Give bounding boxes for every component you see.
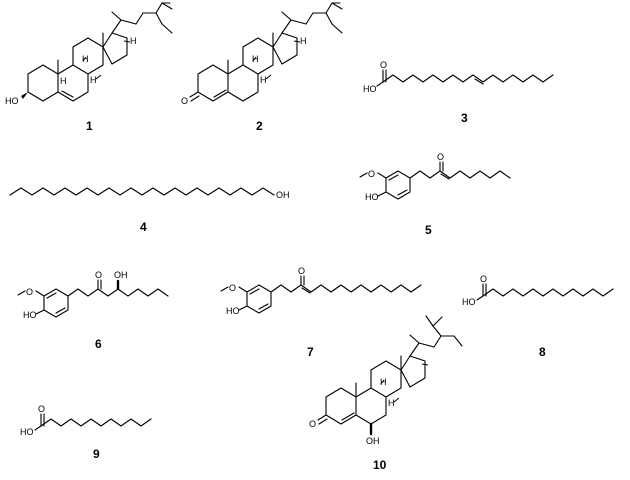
structure-compound-3: O HO 3 bbox=[363, 60, 554, 125]
atom-label-H: H bbox=[260, 75, 267, 85]
structure-compound-10: H H O OH 10 bbox=[309, 315, 463, 472]
atom-label-H: H bbox=[252, 54, 259, 64]
compound-number: 10 bbox=[373, 458, 387, 472]
structure-compound-6: O HO O OH 6 bbox=[17, 270, 169, 351]
atom-label-HO: HO bbox=[23, 310, 37, 320]
atom-label-HO: HO bbox=[363, 84, 377, 94]
atom-label-H: H bbox=[82, 54, 89, 64]
atom-label-O: O bbox=[229, 283, 236, 293]
structure-compound-7: O HO O 7 bbox=[220, 266, 422, 359]
compound-number: 1 bbox=[86, 119, 93, 133]
compound-number: 7 bbox=[307, 345, 314, 359]
structure-compound-8: O HO 8 bbox=[462, 274, 614, 359]
compound-number: 2 bbox=[256, 119, 263, 133]
atom-label-O: O bbox=[181, 96, 188, 106]
structure-compound-1: H H H H HO 1 bbox=[5, 2, 173, 133]
atom-label-O: O bbox=[480, 274, 487, 284]
atom-label-OH: OH bbox=[114, 270, 128, 280]
atom-label-O: O bbox=[437, 152, 444, 162]
compound-number: 8 bbox=[539, 345, 546, 359]
compound-number: 5 bbox=[425, 223, 432, 237]
atom-label-HO: HO bbox=[226, 306, 240, 316]
atom-label-O: O bbox=[380, 60, 387, 70]
compound-number: 6 bbox=[95, 337, 102, 351]
atom-label-OH: OH bbox=[276, 190, 290, 200]
atom-label-HO: HO bbox=[20, 427, 34, 437]
compound-number: 3 bbox=[461, 111, 468, 125]
structure-compound-9: O HO 9 bbox=[20, 404, 152, 461]
atom-label-O: O bbox=[38, 404, 45, 414]
structure-compound-5: O HO O 5 bbox=[359, 152, 511, 237]
atom-label-H: H bbox=[388, 398, 395, 408]
atom-label-H: H bbox=[130, 36, 137, 46]
structure-compound-4: OH 4 bbox=[9, 187, 290, 234]
atom-label-H: H bbox=[380, 377, 387, 387]
atom-label-HO: HO bbox=[5, 96, 19, 106]
atom-label-H: H bbox=[60, 76, 67, 86]
compound-number: 9 bbox=[93, 447, 100, 461]
structure-compound-2: H H H O 2 bbox=[181, 2, 343, 133]
atom-label-HO: HO bbox=[462, 297, 476, 307]
atom-label-O: O bbox=[368, 169, 375, 179]
atom-label-O: O bbox=[26, 287, 33, 297]
atom-label-OH: OH bbox=[366, 436, 380, 446]
atom-label-H: H bbox=[300, 36, 307, 46]
atom-label-O: O bbox=[298, 266, 305, 276]
compound-number: 4 bbox=[140, 220, 147, 234]
atom-label-H: H bbox=[90, 75, 97, 85]
atom-label-O: O bbox=[309, 419, 316, 429]
atom-label-HO: HO bbox=[365, 192, 379, 202]
atom-label-O: O bbox=[95, 270, 102, 280]
